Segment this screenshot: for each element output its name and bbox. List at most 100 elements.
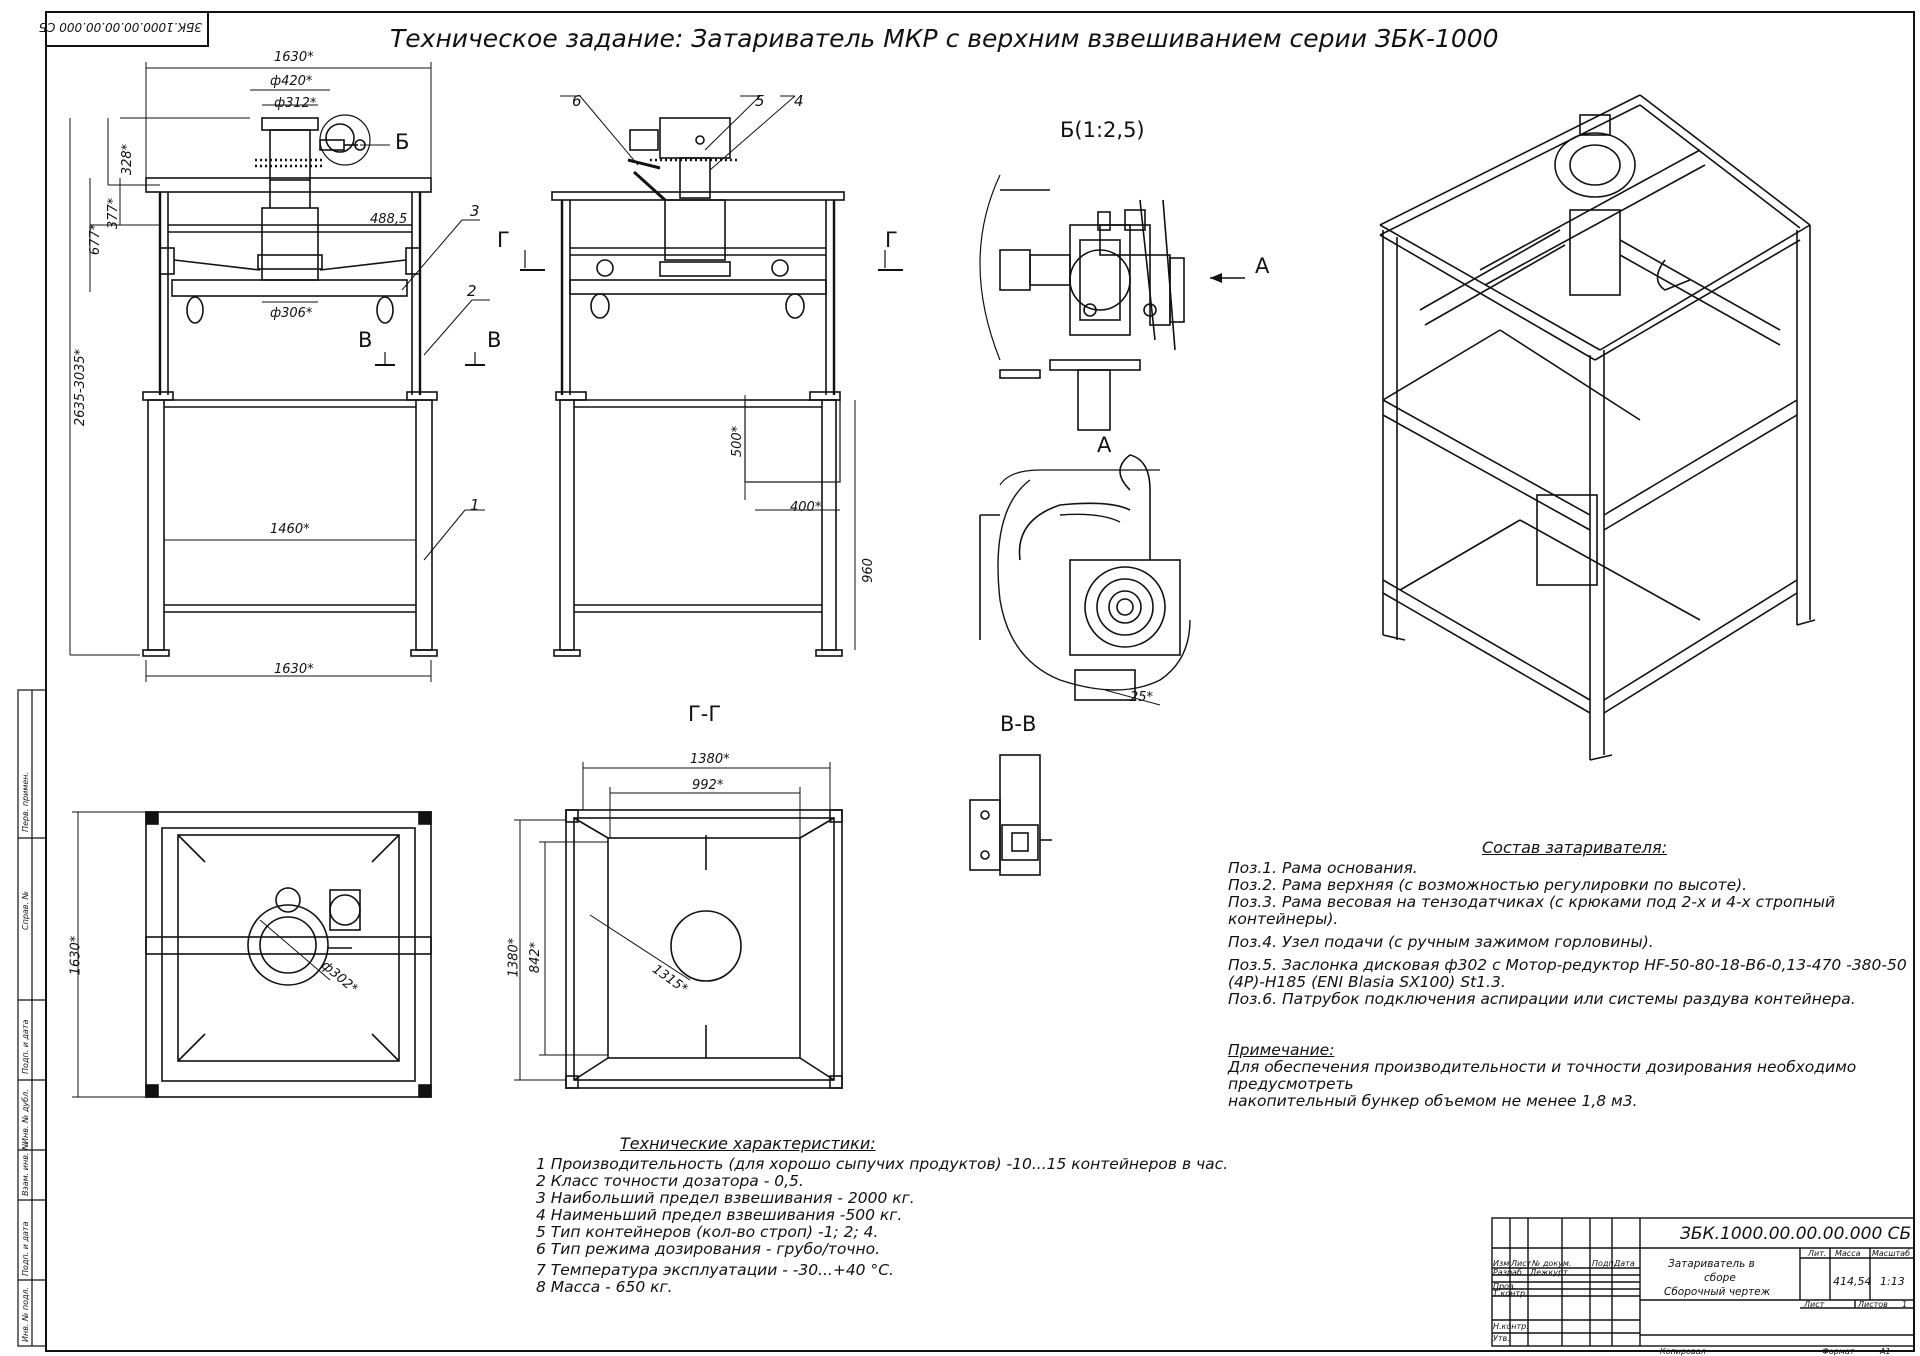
scale-label: Масштаб	[1872, 1249, 1911, 1258]
note-line: Для обеспечения производительности и точ…	[1228, 1058, 1857, 1076]
sheets-label: Листов	[1858, 1300, 1888, 1309]
callout-4: 4	[794, 92, 804, 110]
section-g-dimensions	[514, 762, 831, 1081]
dim-400: 400*	[790, 500, 822, 515]
title-block-name-3: Сборочный чертеж	[1664, 1286, 1771, 1298]
side-view	[551, 117, 845, 657]
side-view-dimensions	[520, 95, 903, 650]
section-g-label-left: Г	[497, 228, 510, 252]
isometric-view	[1379, 94, 1816, 761]
section-v-label-right: В	[487, 328, 502, 352]
characteristic-item: 1 Производительность (для хорошо сыпучих…	[536, 1155, 1229, 1173]
composition-item: Поз.1. Рама основания.	[1228, 859, 1418, 877]
dim-1380-side: 1380*	[506, 937, 522, 978]
composition-item: Поз.4. Узел подачи (с ручным зажимом гор…	[1228, 933, 1654, 951]
section-v-title: В-В	[1000, 712, 1037, 736]
characteristic-item: 7 Температура эксплуатации - -30...+40 °…	[536, 1261, 894, 1279]
section-g-title: Г-Г	[688, 702, 722, 726]
note-heading: Примечание:	[1228, 1041, 1335, 1059]
sheet-frame	[45, 11, 1915, 1352]
dim-328: 328*	[120, 143, 136, 176]
side-stamp	[17, 689, 47, 1347]
dim-1630-side: 1630*	[68, 935, 84, 976]
characteristic-item: 5 Тип контейнеров (кол-во строп) -1; 2; …	[536, 1223, 879, 1241]
row-razrab: Разраб.	[1493, 1268, 1525, 1277]
stamp-vzam-inv: Взам. инв. №	[21, 1141, 30, 1196]
note-line: накопительный бункер объемом не менее 1,…	[1228, 1092, 1638, 1110]
composition-item: (4P)-H185 (ENI Blasia SX100) St1.3.	[1228, 973, 1506, 991]
dim-306: ф306*	[270, 306, 313, 321]
top-view	[145, 811, 432, 1098]
dim-420: ф420*	[270, 74, 313, 89]
characteristics-heading: Технические характеристики:	[620, 1134, 876, 1153]
row-utv: Утв.	[1493, 1334, 1510, 1343]
callout-3: 3	[470, 202, 480, 220]
title-block-name-2: сборе	[1704, 1272, 1736, 1284]
dim-1380-top: 1380*	[690, 752, 730, 767]
characteristics-list: 1 Производительность (для хорошо сыпучих…	[536, 1156, 1228, 1296]
stamp-podp-data-2: Подп. и дата	[21, 1221, 30, 1277]
composition-list: Поз.1. Рама основания. Поз.2. Рама верхн…	[1228, 860, 1907, 1008]
callout-5: 5	[755, 92, 765, 110]
razrab-name: Дежкурт	[1530, 1268, 1568, 1277]
dim-677: 677*	[88, 223, 104, 256]
stamp-sprav: Справ. №	[21, 891, 30, 930]
col-list: Лист	[1511, 1259, 1532, 1268]
stamp-perv-primen: Перв. примен.	[21, 771, 30, 832]
row-prov: Пров.	[1493, 1282, 1517, 1291]
dim-25: 25*	[1130, 690, 1154, 705]
composition-item: Поз.5. Заслонка дисковая ф302 с Мотор-ре…	[1228, 956, 1907, 974]
col-ndokum: № докум.	[1532, 1259, 1572, 1268]
drawing-title: Техническое задание: Затариватель МКР с …	[390, 24, 1499, 53]
copied-label: Копировал	[1660, 1347, 1706, 1356]
sheet-label: Лист	[1804, 1300, 1825, 1309]
characteristic-item: 2 Класс точности дозатора - 0,5.	[536, 1172, 804, 1190]
dim-1630-bottom: 1630*	[274, 662, 314, 677]
col-izm: Изм	[1493, 1259, 1510, 1268]
composition-item: Поз.2. Рама верхняя (с возможностью регу…	[1228, 876, 1748, 894]
callout-1: 1	[470, 496, 480, 514]
stamp-podp-data-1: Подп. и дата	[21, 1019, 30, 1075]
composition-item: контейнеры).	[1228, 910, 1339, 928]
note-line: предусмотреть	[1228, 1075, 1354, 1093]
dim-500: 500*	[730, 425, 746, 458]
stamp-inv-podl: Инв. № подл.	[21, 1286, 30, 1342]
sheets-value: 1	[1902, 1300, 1908, 1309]
title-block-name-1: Затариватель в	[1668, 1258, 1755, 1270]
section-v-view	[969, 754, 1052, 876]
section-g-label-right: Г	[885, 228, 898, 252]
dim-1630-top: 1630*	[274, 50, 314, 65]
front-view	[142, 114, 438, 657]
dim-1460: 1460*	[270, 522, 310, 537]
section-b-label: Б	[395, 130, 410, 154]
corner-doc-number: ЗБК.1000.00.00.00.000 СБ	[38, 20, 202, 34]
format-label: Формат	[1822, 1347, 1855, 1356]
front-view-dimensions	[69, 62, 490, 682]
detail-b-view	[979, 174, 1245, 431]
characteristic-item: 6 Тип режима дозирования - грубо/точно.	[536, 1240, 881, 1258]
characteristic-item: 8 Масса - 650 кг.	[536, 1278, 673, 1296]
dim-2635: 2635-3035*	[73, 348, 89, 427]
characteristic-item: 3 Наибольший предел взвешивания - 2000 к…	[536, 1189, 915, 1207]
composition-heading: Состав затаривателя:	[1482, 838, 1668, 857]
stamp-inv-dubl: Инв. № дубл.	[21, 1089, 30, 1144]
col-data: Дата	[1614, 1259, 1635, 1268]
view-a	[979, 454, 1191, 706]
dim-377: 377*	[106, 197, 122, 230]
dim-488: 488,5	[370, 212, 408, 227]
top-view-dimensions	[72, 811, 331, 1098]
dim-960: 960	[860, 558, 876, 583]
callout-2: 2	[467, 282, 477, 300]
mass-label: Масса	[1835, 1249, 1861, 1258]
composition-item: Поз.3. Рама весовая на тензодатчиках (с …	[1228, 893, 1836, 911]
characteristic-item: 4 Наименьший предел взвешивания -500 кг.	[536, 1206, 903, 1224]
detail-b-title: Б(1:2,5)	[1060, 118, 1145, 142]
title-block	[1491, 1217, 1915, 1347]
view-a-arrow-label: А	[1255, 254, 1270, 278]
dim-312: ф312*	[274, 96, 317, 111]
title-block-designation: ЗБК.1000.00.00.00.000 СБ	[1680, 1224, 1912, 1244]
dim-992: 992*	[692, 778, 724, 793]
note-block: Примечание: Для обеспечения производител…	[1228, 1042, 1856, 1110]
